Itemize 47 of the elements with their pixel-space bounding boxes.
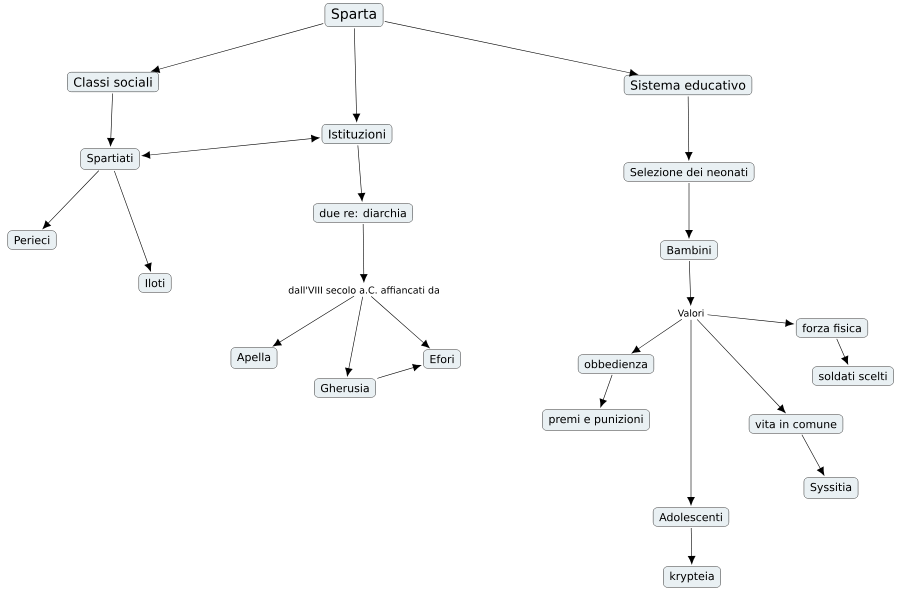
arrow [707, 314, 794, 327]
arrow [685, 182, 693, 238]
arrow [836, 338, 848, 364]
arrow [686, 260, 694, 306]
concept-box: krypteia [663, 566, 721, 588]
concept-box: due re: diarchia [313, 204, 413, 222]
arrow [42, 170, 100, 230]
concept-box: Bambini [660, 240, 718, 260]
arrow [802, 434, 824, 476]
arrow [384, 21, 638, 77]
concept-box: Gherusia [314, 378, 376, 398]
linking-phrase: dall'VIII secolo a.C. affiancati da [288, 286, 439, 294]
arrow [358, 145, 366, 202]
arrow [345, 296, 363, 376]
concept-box: Selezione dei neonati [624, 162, 754, 182]
concept-box: soldati scelti [812, 366, 894, 386]
arrow [272, 296, 354, 346]
concept-box: Sparta [324, 3, 384, 27]
concept-box: vita in comune [748, 414, 844, 434]
arrow [687, 320, 695, 506]
arrow [685, 96, 692, 160]
concept-box: Perieci [8, 230, 56, 250]
arrow [376, 364, 422, 379]
arrow [370, 296, 430, 348]
arrow [142, 134, 320, 159]
arrow [151, 23, 324, 73]
linking-phrase: Valori [678, 309, 704, 317]
concept-box: Istituzioni [322, 124, 392, 144]
concept-box: Efori [423, 350, 461, 368]
concept-box: premi e punizioni [542, 409, 650, 431]
arrow [600, 374, 612, 408]
concept-box: Syssitia [804, 477, 858, 499]
arrow [632, 318, 682, 354]
arrow [360, 224, 368, 282]
arrow [696, 319, 786, 413]
concept-box: Classi sociali [67, 72, 159, 92]
concept-box: Adolescenti [652, 508, 730, 526]
concept-box: Iloti [138, 274, 172, 292]
concept-box: Sistema educativo [624, 74, 752, 96]
concept-box: obbedienza [578, 354, 654, 374]
arrow [352, 28, 360, 122]
arrow [688, 528, 696, 564]
arrow [107, 93, 115, 146]
arrow [114, 170, 152, 272]
concept-box: Spartiati [80, 148, 140, 170]
concept-box: Apella [230, 347, 278, 369]
concept-box: forza fisica [796, 318, 868, 338]
